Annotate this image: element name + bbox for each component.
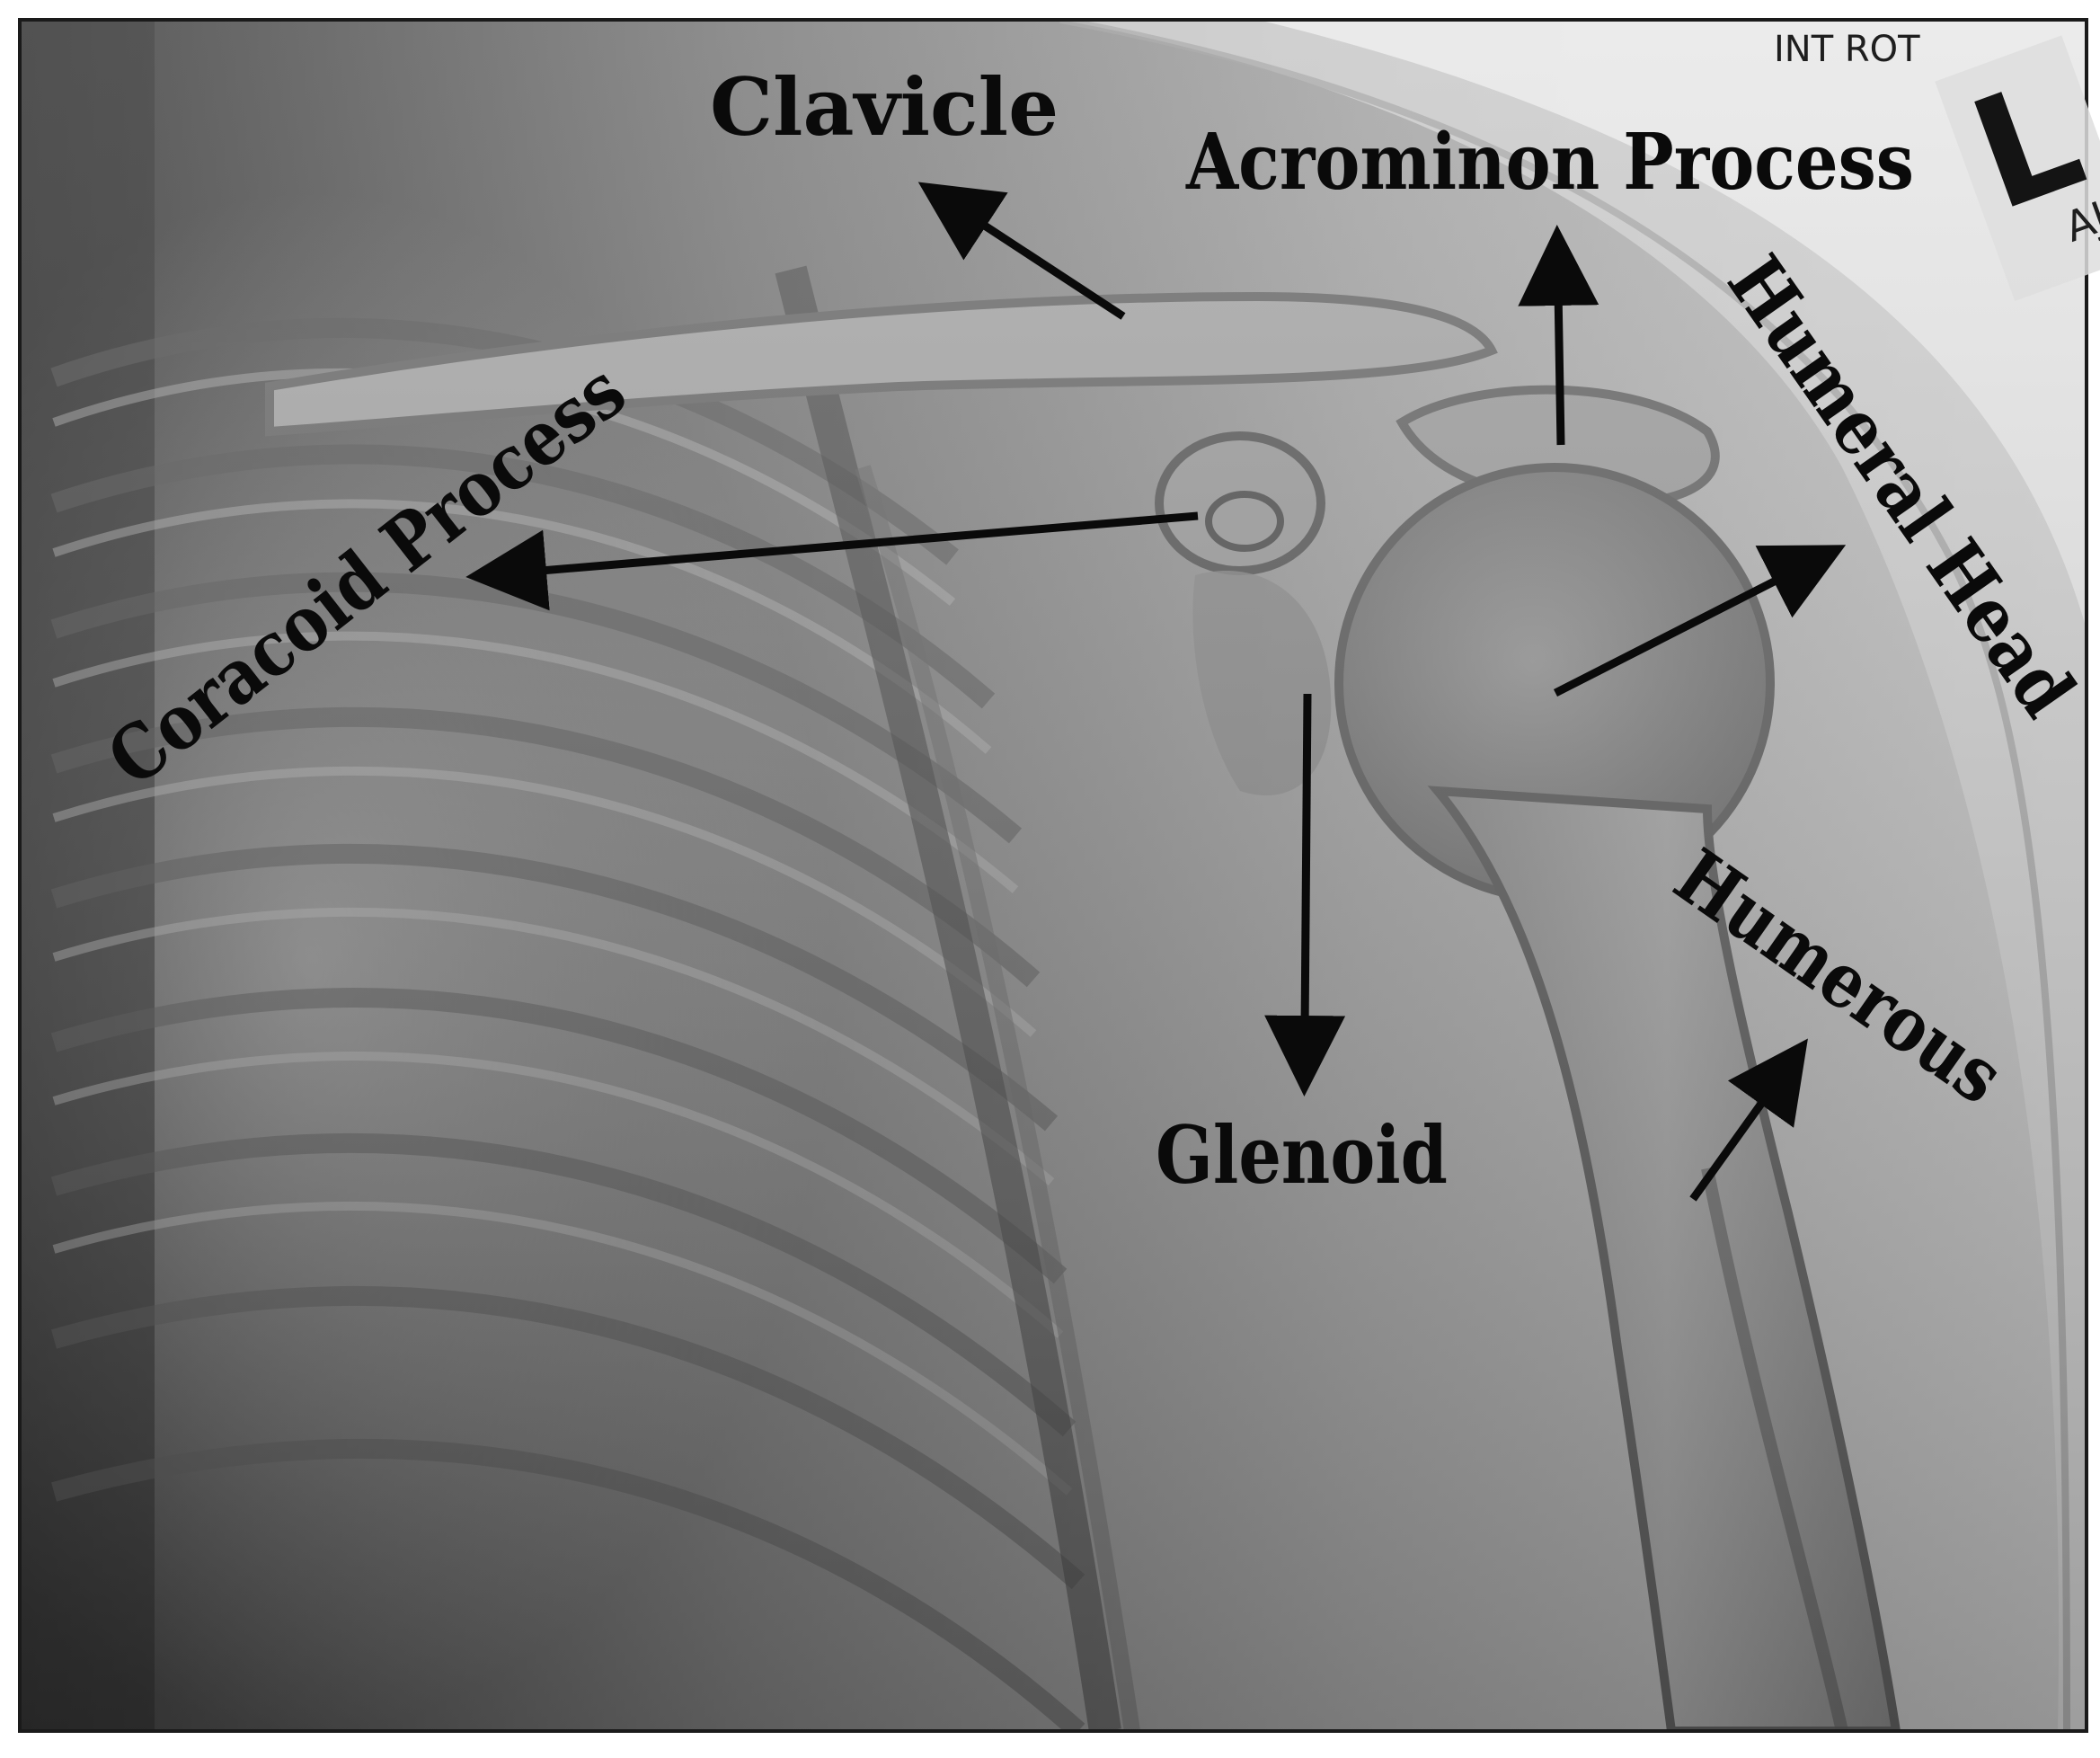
humerous-arrow: [1689, 1038, 1808, 1202]
rotation-marker-text: INT ROT: [1774, 29, 1920, 70]
xray-border: [18, 18, 2088, 1733]
glenoid-label: Glenoid: [1156, 1108, 1448, 1202]
clavicle-label: Clavicle: [710, 60, 1059, 154]
acromion-process-label: Acrominon Process: [1185, 117, 1914, 208]
humeral-head-arrow: [1553, 545, 1847, 697]
clavicle-arrow: [917, 182, 1126, 320]
acromion-arrow: [1518, 225, 1599, 446]
glenoid-arrow: [1264, 693, 1346, 1097]
xray-image: [20, 20, 2087, 1731]
coracoid-arrow: [465, 511, 1199, 611]
annotation-arrows: [465, 182, 1847, 1202]
